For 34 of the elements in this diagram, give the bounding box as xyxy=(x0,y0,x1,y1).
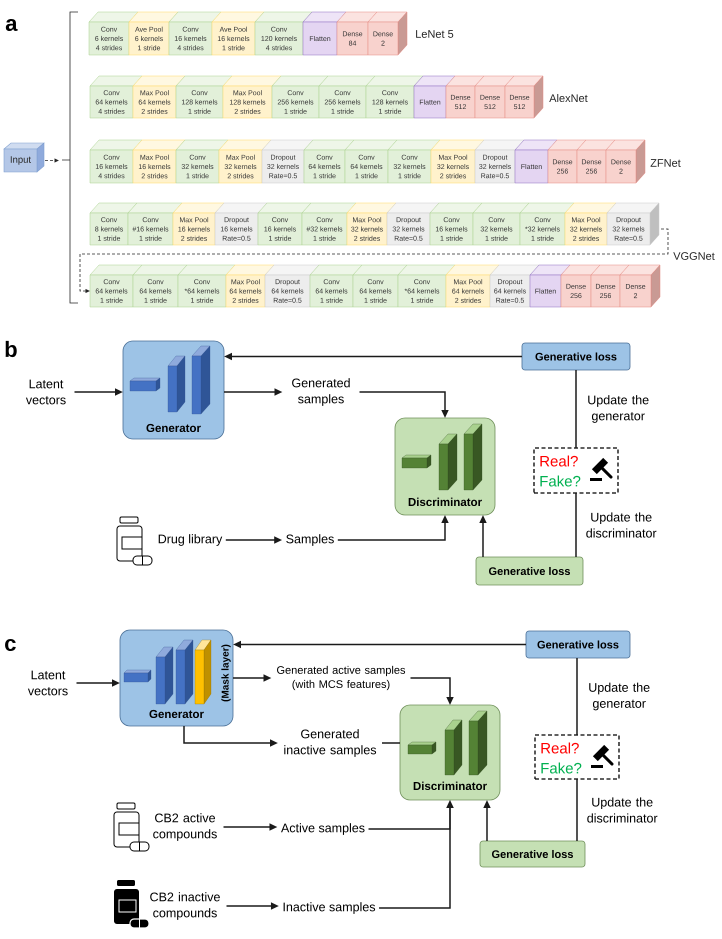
text-label: Latent vectors xyxy=(28,670,68,696)
text-label: Active samples xyxy=(281,823,365,835)
bracket xyxy=(62,12,78,304)
loss-box: Generative loss xyxy=(476,556,584,586)
line xyxy=(576,658,578,735)
loss-box: Generative loss xyxy=(480,840,586,868)
dashed-box: Real? Fake? xyxy=(534,734,620,780)
dashed-box: Real? Fake? xyxy=(533,447,619,494)
text-label: Drug library xyxy=(158,534,222,546)
text-label: CB2 active compounds xyxy=(153,813,217,841)
edge-label: Update the discriminator xyxy=(586,512,656,538)
panel-label: b xyxy=(6,340,17,358)
text-label: Inactive samples xyxy=(284,902,376,914)
loss-box: Generative loss xyxy=(522,342,630,370)
edge-label: Update the discriminator xyxy=(587,797,658,823)
text-label: Generated samples xyxy=(292,378,350,406)
panel-label: c xyxy=(5,638,16,652)
row-label: AlexNet xyxy=(549,94,588,102)
line xyxy=(575,370,577,448)
row-label: ZFNet xyxy=(650,159,681,167)
panel-label: a xyxy=(6,18,18,32)
line xyxy=(575,493,577,557)
line xyxy=(576,779,578,841)
edge-label: Update the generator xyxy=(589,682,650,710)
text-label: CB2 inactive compounds xyxy=(150,892,220,920)
loss-box: Generative loss xyxy=(526,630,630,658)
text-label: Samples xyxy=(286,534,334,546)
row-label: VGGNet xyxy=(673,252,715,260)
text-label: Generated inactive samples xyxy=(284,729,376,757)
text-label: Latent vectors xyxy=(26,380,66,404)
edge-label: Update the generator xyxy=(588,395,649,423)
line xyxy=(382,742,400,744)
row-label: LeNet 5 xyxy=(416,30,454,38)
text-label: Generated active samples (with MCS features) xyxy=(277,666,406,690)
